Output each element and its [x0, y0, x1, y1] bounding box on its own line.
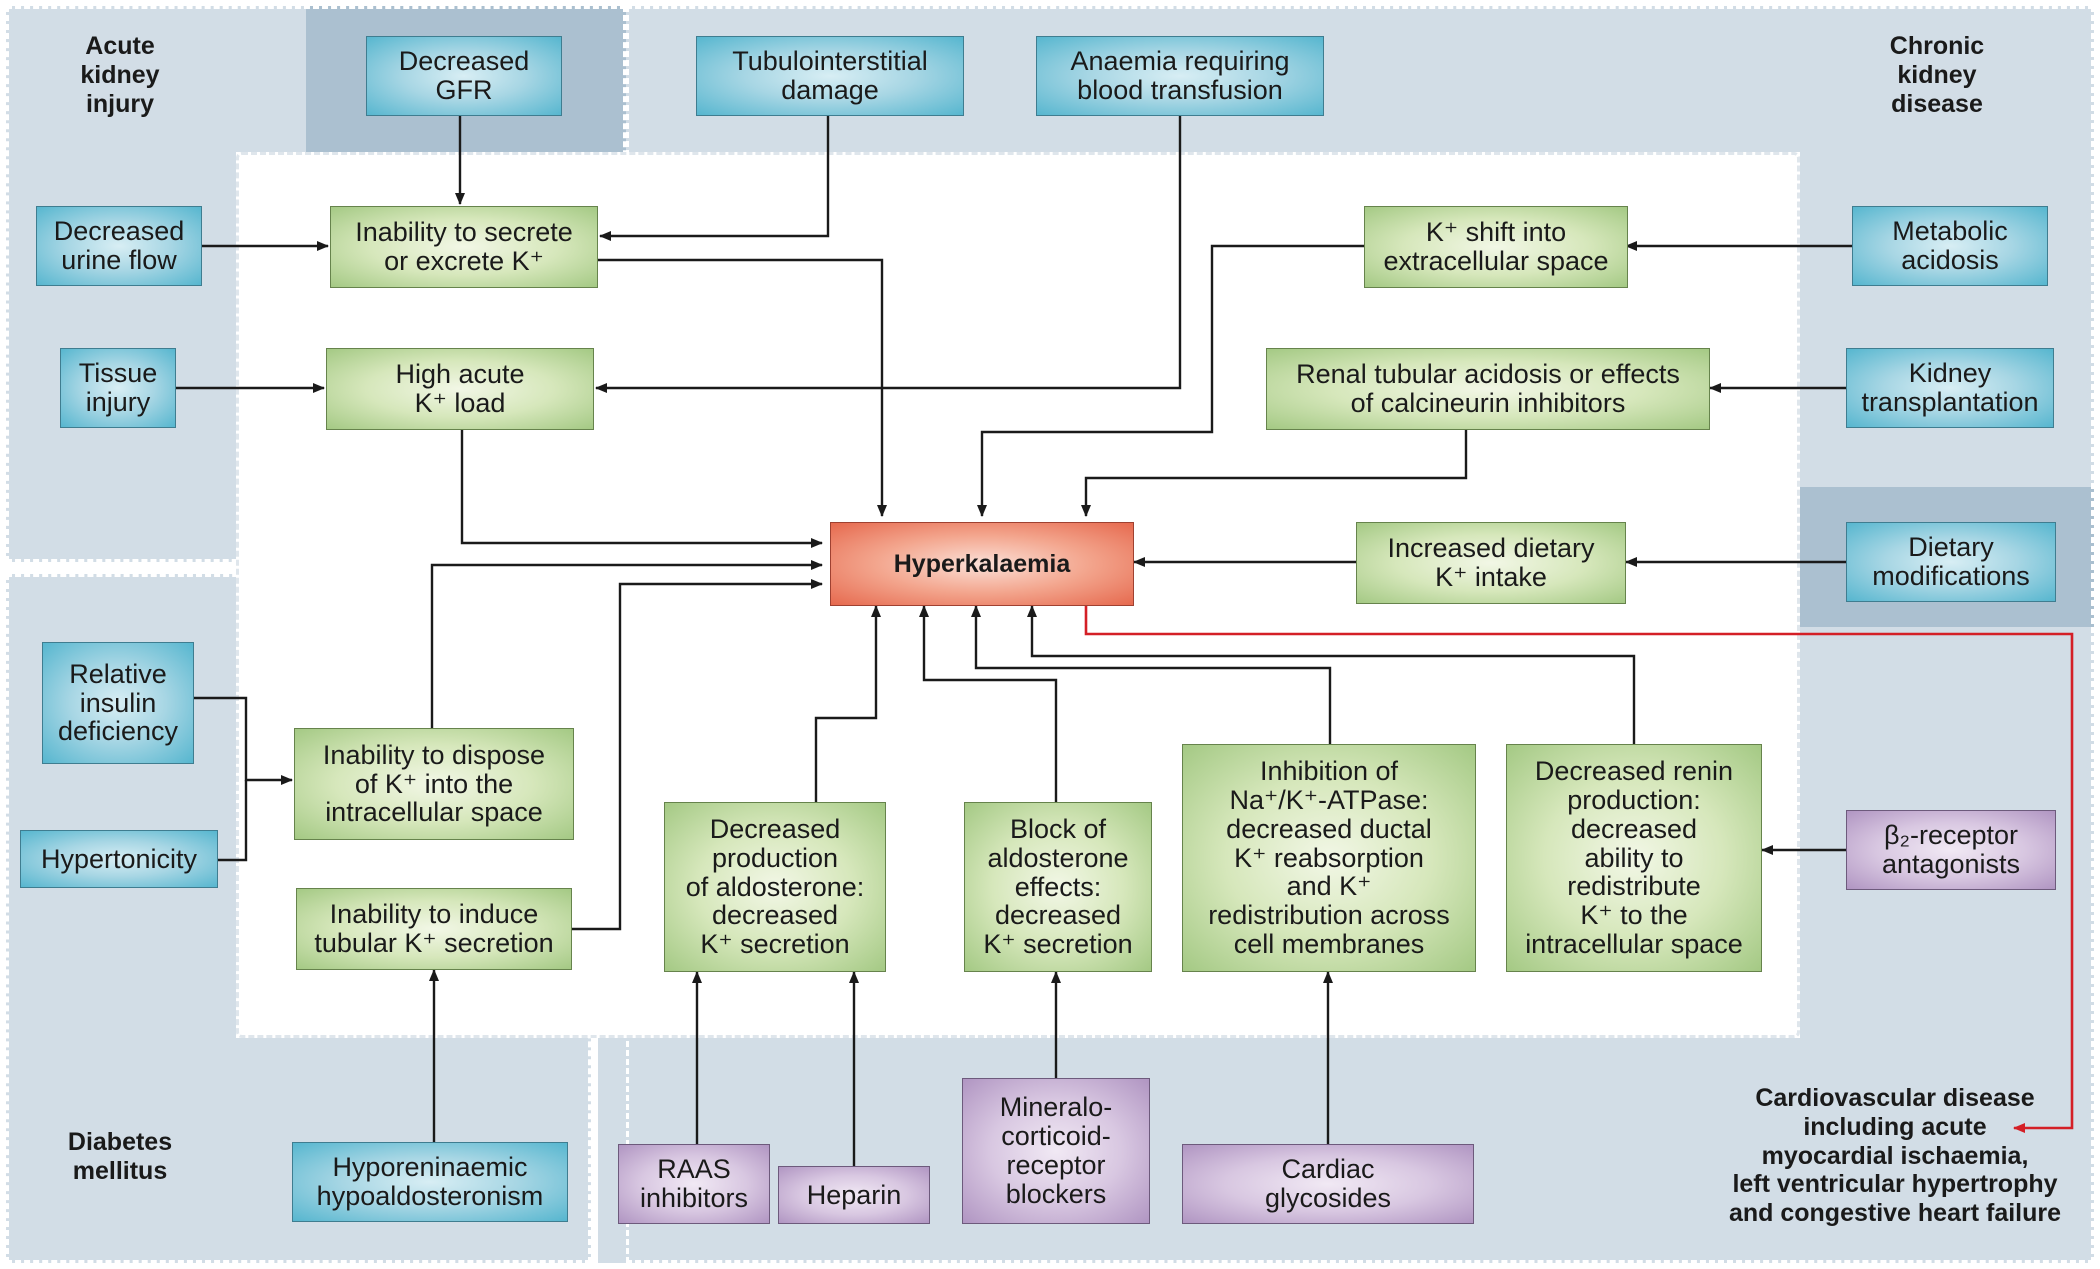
arrow-atpase-to-hyper: [971, 605, 1332, 744]
arrow-shift-to-hyper: [977, 244, 1364, 517]
cardiac-glycosides-box: Cardiac glycosides: [1182, 1144, 1474, 1224]
inability-secrete-box: Inability to secrete or excrete K⁺: [330, 206, 598, 288]
arrow-renin-to-hyper: [1027, 605, 1636, 744]
inhibition-atpase-box: Inhibition of Na⁺/K⁺-ATPase: decreased d…: [1182, 744, 1476, 972]
hypertonicity-box: Hypertonicity: [20, 830, 218, 888]
region-label-dm: Diabetes mellitus: [67, 1128, 173, 1185]
decreased-urine-flow-box: Decreased urine flow: [36, 206, 202, 286]
mineralocorticoid-blockers-box: Mineralo- corticoid- receptor blockers: [962, 1078, 1150, 1224]
decreased-aldosterone-box: Decreased production of aldosterone: dec…: [664, 802, 886, 972]
region-label-cvd: Cardiovascular disease including acute m…: [1728, 1084, 2062, 1227]
metabolic-acidosis-box: Metabolic acidosis: [1852, 206, 2048, 286]
decreased-renin-box: Decreased renin production: decreased ab…: [1506, 744, 1762, 972]
kidney-transplantation-box: Kidney transplantation: [1846, 348, 2054, 428]
decreased-gfr-box: Decreased GFR: [366, 36, 562, 116]
inability-dispose-box: Inability to dispose of K⁺ into the intr…: [294, 728, 574, 840]
k-shift-box: K⁺ shift into extracellular space: [1364, 206, 1628, 288]
arrow-block-to-hyper: [919, 605, 1058, 802]
arrow-tubulo-to-secrete: [599, 115, 830, 241]
hyporeninaemic-hypoaldosteronism-box: Hyporeninaemic hypoaldosteronism: [292, 1142, 568, 1222]
arrow-aldo-to-hyper: [814, 605, 881, 802]
anaemia-transfusion-box: Anaemia requiring blood transfusion: [1036, 36, 1324, 116]
region-label-ckd: Chronic kidney disease: [1889, 32, 1985, 118]
arrow-rta-to-hyper: [1081, 428, 1468, 517]
arrow-hyper-to-cvd: [1084, 606, 2074, 1133]
renal-tubular-acidosis-box: Renal tubular acidosis or effects of cal…: [1266, 348, 1710, 430]
high-acute-load-box: High acute K⁺ load: [326, 348, 594, 430]
arrow-hypertonicity-to-dispose: [218, 780, 248, 862]
arrow-anaemia-to-load: [595, 115, 1182, 393]
beta2-antagonists-box: β₂-receptor antagonists: [1846, 810, 2056, 890]
tissue-injury-box: Tissue injury: [60, 348, 176, 428]
arrow-induce-to-hyper: [572, 579, 823, 931]
block-aldosterone-box: Block of aldosterone effects: decreased …: [964, 802, 1152, 972]
hyperkalaemia-box: Hyperkalaemia: [830, 522, 1134, 606]
raas-inhibitors-box: RAAS inhibitors: [618, 1144, 770, 1224]
relative-insulin-deficiency-box: Relative insulin deficiency: [42, 642, 194, 764]
increased-dietary-box: Increased dietary K⁺ intake: [1356, 522, 1626, 604]
inability-induce-box: Inability to induce tubular K⁺ secretion: [296, 888, 572, 970]
region-label-aki: Acute kidney injury: [80, 32, 160, 118]
arrow-load-to-hyper: [460, 428, 823, 548]
arrow-secrete-to-hyper: [596, 258, 887, 517]
tubulointerstitial-damage-box: Tubulointerstitial damage: [696, 36, 964, 116]
dietary-modifications-box: Dietary modifications: [1846, 522, 2056, 602]
arrow-dispose-to-hyper: [430, 560, 823, 728]
arrow-insulin-to-dispose: [194, 696, 293, 785]
heparin-box: Heparin: [778, 1166, 930, 1224]
